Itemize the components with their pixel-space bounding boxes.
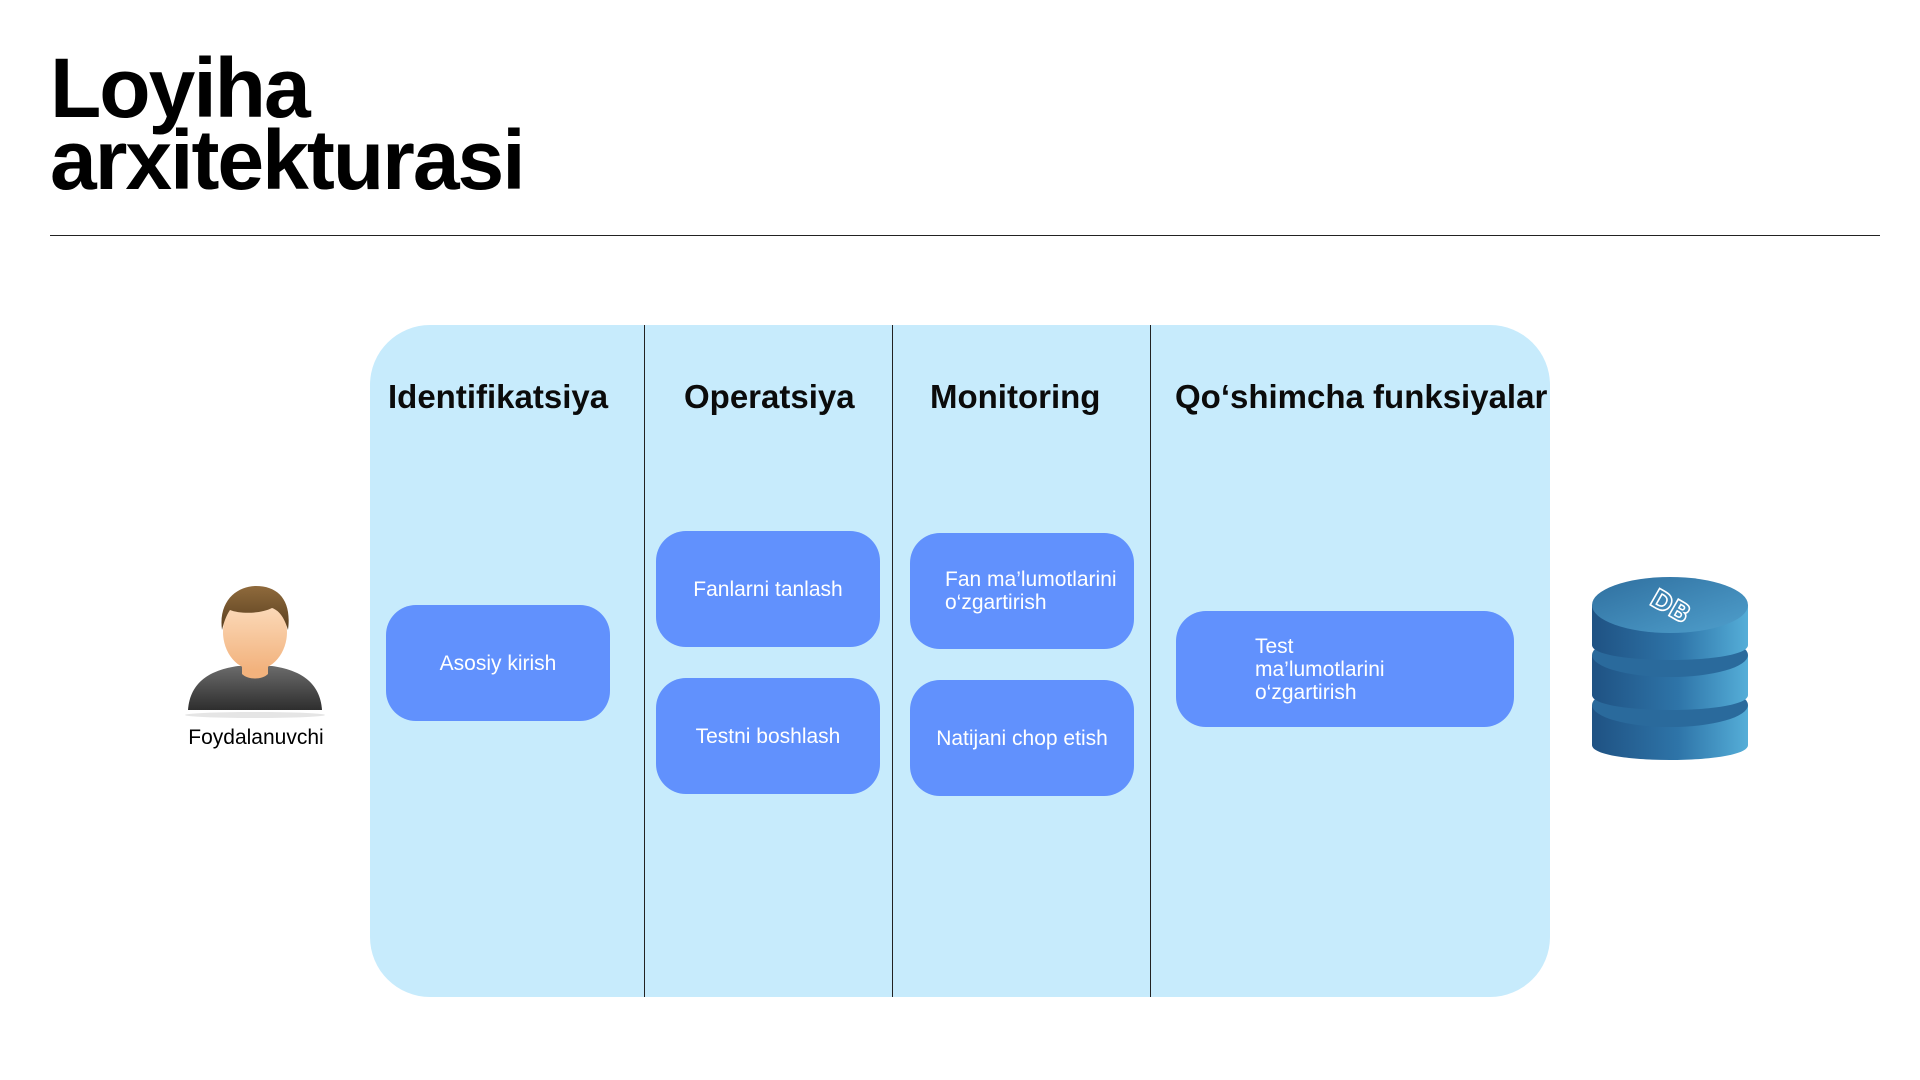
box-test-malumotlarini[interactable]: Test ma’lumotlarini o‘zgartirish [1176, 611, 1514, 727]
database-icon: DB [1585, 555, 1755, 780]
box-asosiy-kirish[interactable]: Asosiy kirish [386, 605, 610, 721]
page-title-line-1: Loyiha [50, 41, 311, 135]
page-title-line-2: arxitekturasi [50, 113, 526, 207]
user-label: Foydalanuvchi [188, 726, 324, 749]
column-divider-2 [892, 325, 893, 997]
box-label: Fan ma’lumotlarini o‘zgartirish [945, 568, 1117, 614]
column-title-monitoring: Monitoring [930, 378, 1101, 415]
box-label: Fanlarni tanlash [693, 577, 843, 601]
user-icon [180, 570, 330, 720]
column-title-identifikatsiya: Identifikatsiya [388, 378, 609, 415]
title-divider [50, 235, 1880, 236]
box-label: Asosiy kirish [439, 651, 557, 675]
architecture-panel: Identifikatsiya Operatsiya Monitoring Qo… [370, 325, 1550, 997]
column-title-qoshimcha: Qo‘shimcha funksiyalar [1175, 378, 1548, 415]
box-label: Natijani chop etish [936, 726, 1108, 750]
box-natijani-chop-etish[interactable]: Natijani chop etish [910, 680, 1134, 796]
box-fanlarni-tanlash[interactable]: Fanlarni tanlash [656, 531, 880, 647]
page-title: Loyiha arxitekturasi [50, 41, 526, 207]
box-testni-boshlash[interactable]: Testni boshlash [656, 678, 880, 794]
column-title-operatsiya: Operatsiya [684, 378, 855, 415]
column-divider-3 [1150, 325, 1151, 997]
box-label: Testni boshlash [695, 724, 841, 748]
column-divider-1 [644, 325, 645, 997]
box-label: Test ma’lumotlarini o‘zgartirish [1255, 634, 1385, 704]
box-fan-malumotlarini[interactable]: Fan ma’lumotlarini o‘zgartirish [910, 533, 1134, 649]
